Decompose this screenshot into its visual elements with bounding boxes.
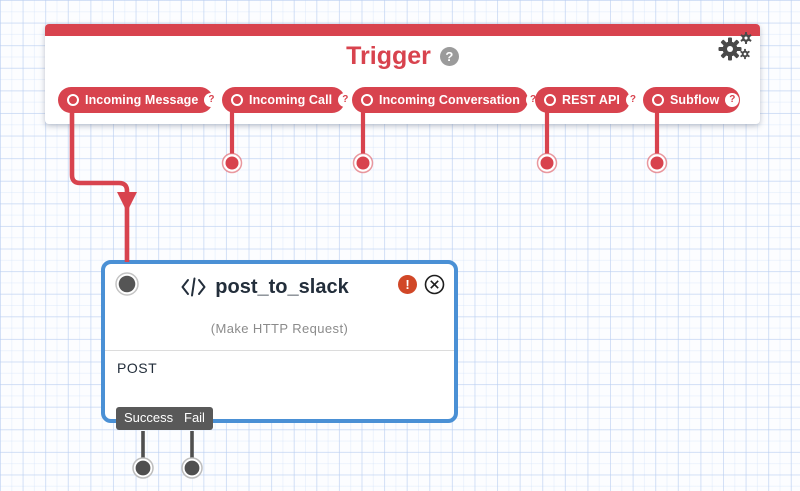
connection-arrowhead-icon bbox=[117, 192, 137, 212]
trigger-title: Trigger bbox=[346, 42, 431, 70]
widget-type-label: (Make HTTP Request) bbox=[210, 321, 349, 336]
connector-circle-icon bbox=[544, 94, 556, 106]
widget-post-to-slack[interactable]: post_to_slack ! (Make HTTP Request) POST… bbox=[101, 260, 458, 430]
widget-header: post_to_slack bbox=[145, 274, 384, 300]
pill-incoming-message[interactable]: Incoming Message ? bbox=[58, 87, 219, 113]
dot-fail[interactable] bbox=[181, 457, 203, 479]
pill-help-icon[interactable]: ? bbox=[725, 93, 740, 107]
http-method-value: POST bbox=[117, 360, 158, 376]
pill-label: Subflow bbox=[670, 93, 720, 107]
connector-circle-icon bbox=[67, 94, 79, 106]
pill-subflow[interactable]: Subflow ? bbox=[643, 87, 740, 113]
connector-circle-icon bbox=[231, 94, 243, 106]
connection-line-incoming-message bbox=[69, 111, 130, 262]
pill-label: Incoming Conversation bbox=[379, 93, 521, 107]
code-icon bbox=[180, 276, 207, 298]
connector-circle-icon bbox=[652, 94, 664, 106]
dot-incoming-call[interactable] bbox=[221, 152, 243, 174]
settings-gears-icon[interactable] bbox=[716, 29, 756, 72]
transition-success-label[interactable]: Success bbox=[116, 406, 182, 430]
dot-incoming-conversation[interactable] bbox=[352, 152, 374, 174]
pill-label: Incoming Call bbox=[249, 93, 333, 107]
connector-circle-icon bbox=[361, 94, 373, 106]
divider bbox=[105, 350, 454, 351]
pill-label: REST API bbox=[562, 93, 620, 107]
dot-success[interactable] bbox=[132, 457, 154, 479]
pill-rest-api[interactable]: REST API ? bbox=[535, 87, 640, 113]
pill-help-icon[interactable]: ? bbox=[338, 93, 353, 107]
transition-fail-label[interactable]: Fail bbox=[176, 406, 213, 430]
pill-label: Incoming Message bbox=[85, 93, 199, 107]
trigger-help-icon[interactable]: ? bbox=[439, 46, 459, 66]
trigger-header-bar bbox=[45, 24, 760, 36]
widget-name: post_to_slack bbox=[215, 275, 349, 298]
pill-incoming-call[interactable]: Incoming Call ? bbox=[222, 87, 353, 113]
close-icon[interactable] bbox=[424, 274, 445, 295]
trigger-widget[interactable]: Trigger ? bbox=[45, 24, 760, 124]
trigger-title-row: Trigger ? bbox=[45, 42, 760, 70]
node-input-dot[interactable] bbox=[115, 272, 139, 296]
pill-help-icon[interactable]: ? bbox=[204, 93, 219, 107]
dot-subflow[interactable] bbox=[646, 152, 668, 174]
dot-rest-api[interactable] bbox=[536, 152, 558, 174]
error-badge-icon[interactable]: ! bbox=[398, 275, 417, 294]
pill-incoming-conversation[interactable]: Incoming Conversation ? bbox=[352, 87, 541, 113]
pill-help-icon[interactable]: ? bbox=[625, 93, 640, 107]
